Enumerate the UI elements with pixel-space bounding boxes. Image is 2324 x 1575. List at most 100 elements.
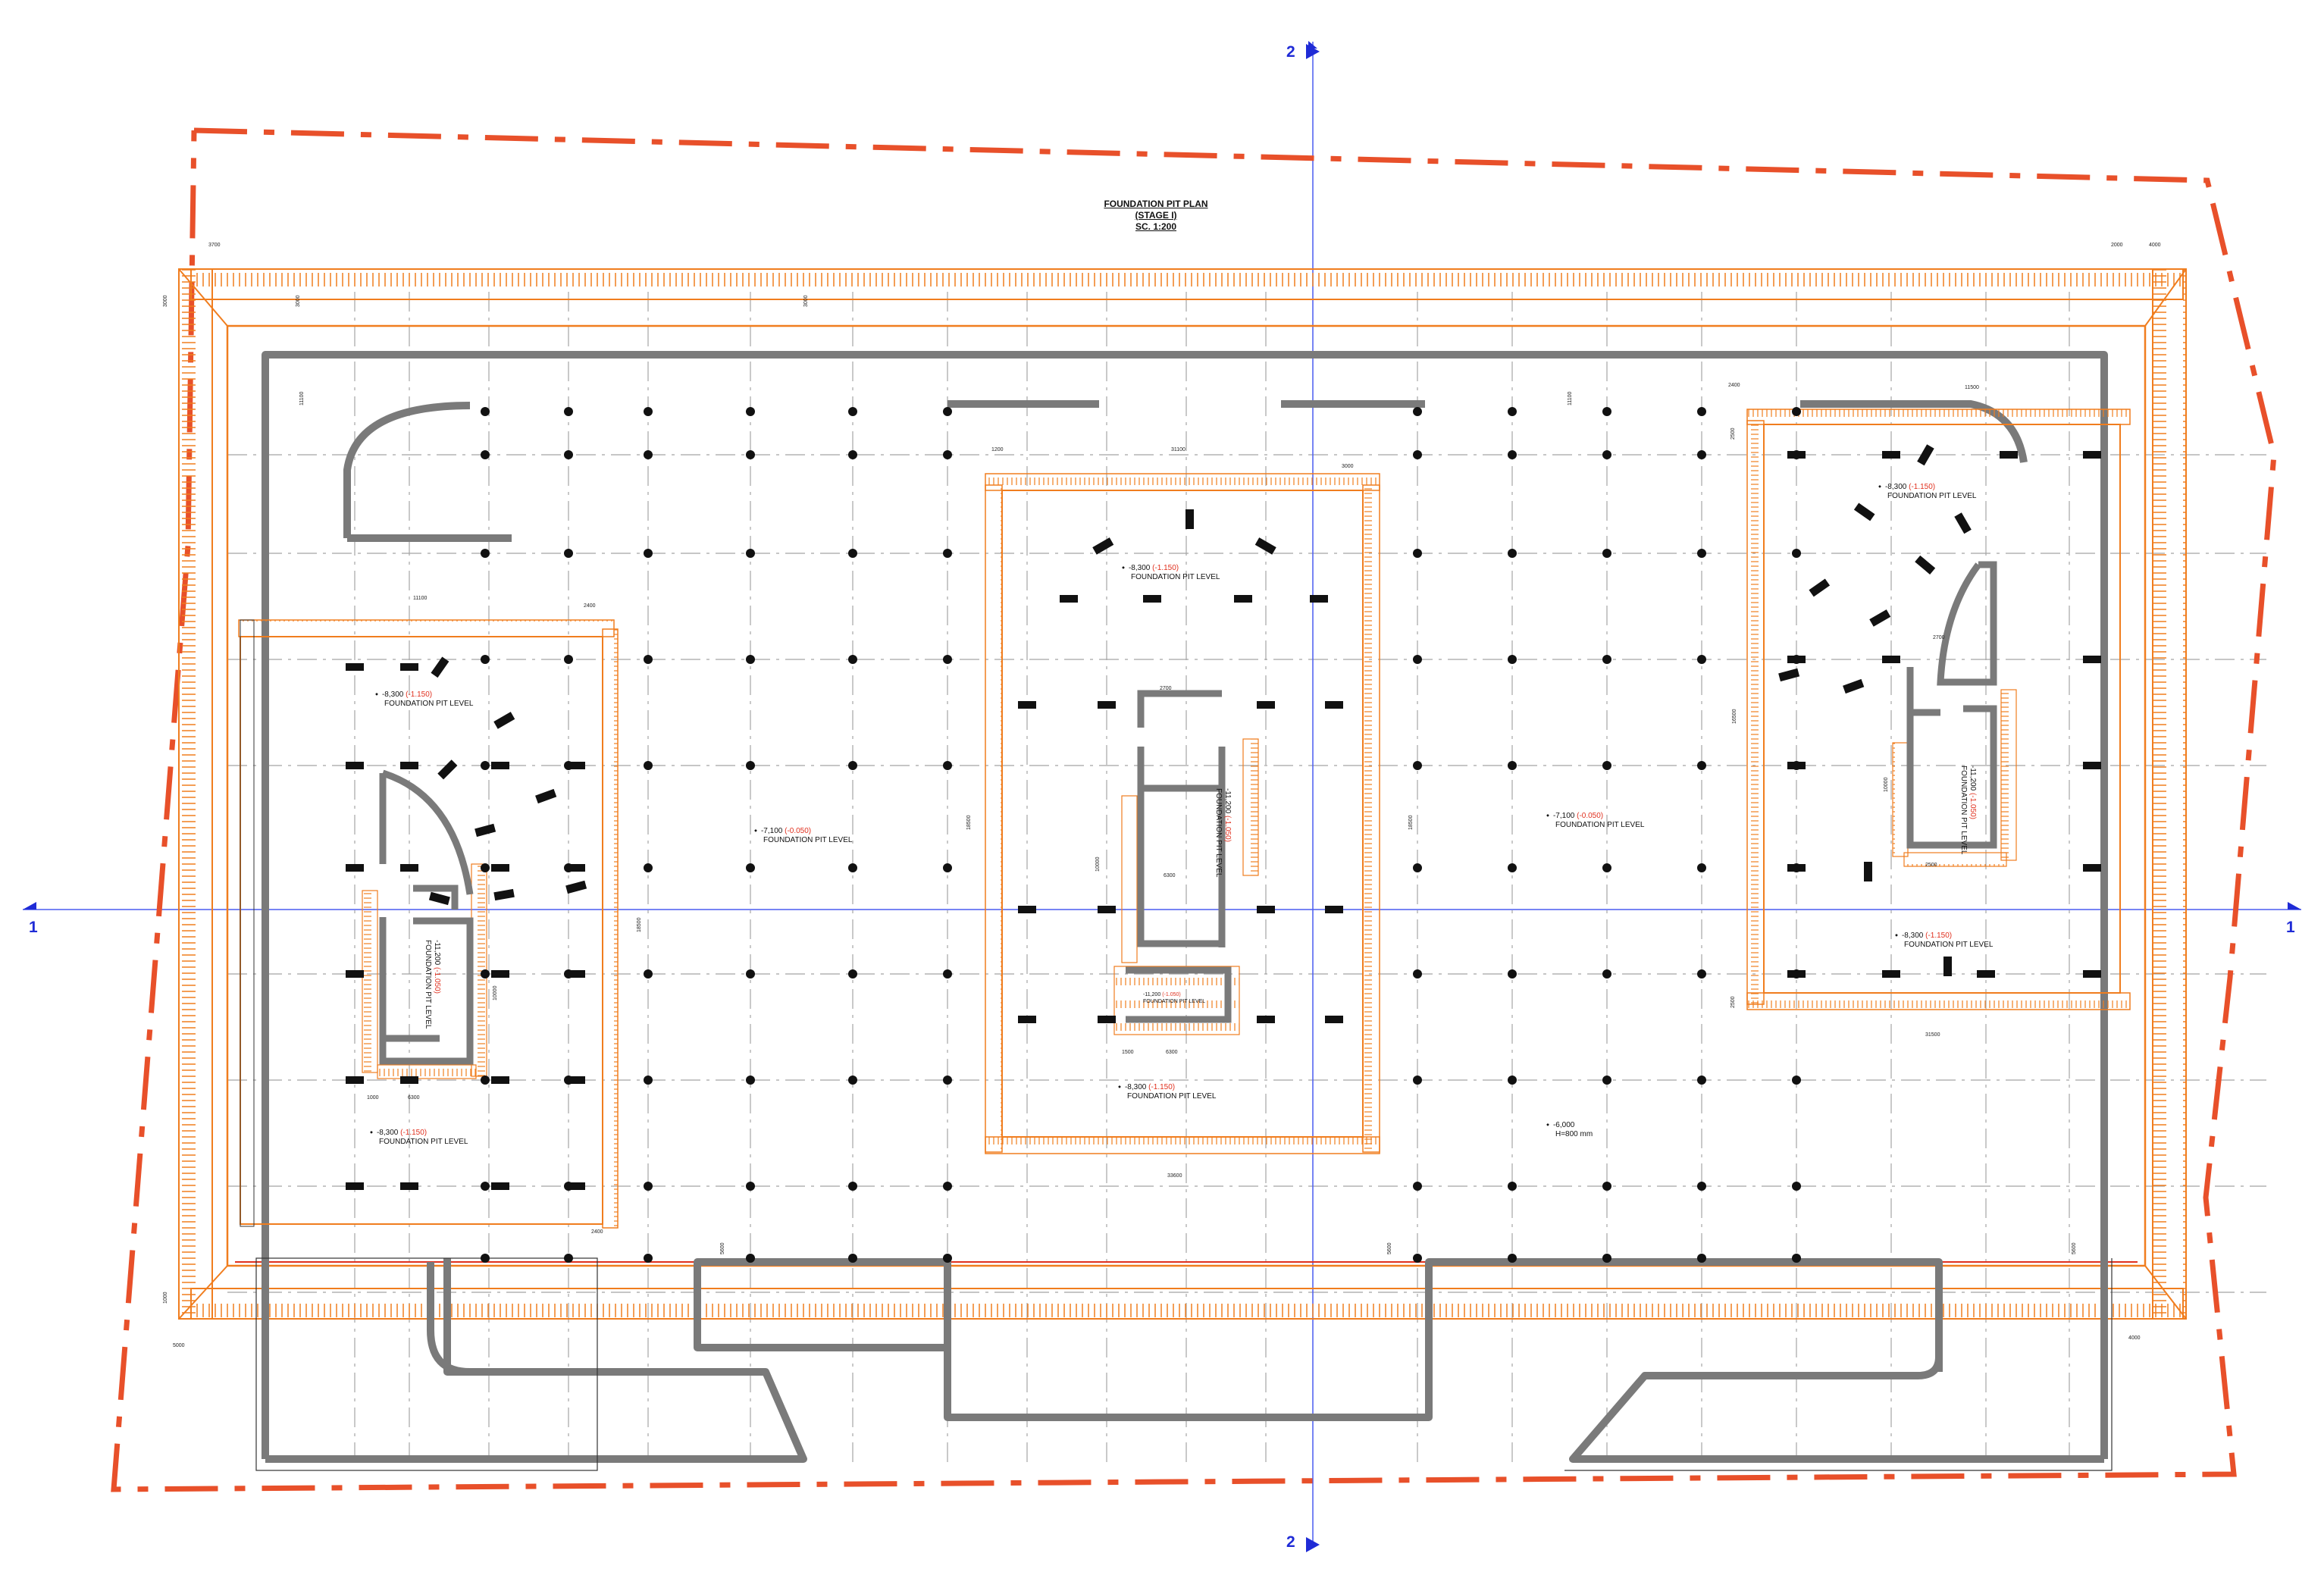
- wall-pier: [1954, 512, 1972, 534]
- wall-pier: [346, 1076, 364, 1084]
- level-center-left: ⬩-7,100 (-0.050)FOUNDATION PIT LEVEL: [754, 826, 853, 844]
- dimension-label: 1200: [991, 447, 1004, 452]
- column: [564, 549, 573, 558]
- column: [1602, 761, 1611, 770]
- dimension-label-vertical: 10000: [1095, 856, 1101, 872]
- column: [848, 761, 857, 770]
- column: [1697, 407, 1706, 416]
- column: [746, 1182, 755, 1191]
- column: [644, 1254, 653, 1263]
- column: [1508, 655, 1517, 664]
- wall-pier: [1787, 451, 1806, 459]
- column: [481, 1254, 490, 1263]
- column: [943, 1182, 952, 1191]
- column: [1413, 1182, 1422, 1191]
- column: [644, 450, 653, 459]
- column: [1602, 1182, 1611, 1191]
- column: [1508, 761, 1517, 770]
- column: [746, 1076, 755, 1085]
- building-walls: [262, 351, 2108, 1463]
- column: [1697, 969, 1706, 979]
- wall-pier: [1915, 555, 1936, 575]
- column: [943, 761, 952, 770]
- dimension-label-vertical: 1000: [163, 1292, 168, 1304]
- wall-pier: [1843, 678, 1865, 694]
- wall-pier: [1234, 595, 1252, 603]
- wall-pier: [1917, 444, 1934, 466]
- column: [1697, 1076, 1706, 1085]
- column: [1508, 1254, 1517, 1263]
- wall-pier: [567, 1182, 585, 1190]
- wall-pier: [346, 1182, 364, 1190]
- column: [943, 655, 952, 664]
- column: [1602, 655, 1611, 664]
- wall-pier: [535, 788, 557, 804]
- dimension-label: 2700: [1160, 686, 1172, 691]
- structural-grid-vertical: [354, 292, 2070, 1467]
- column: [1697, 863, 1706, 872]
- wall-pier: [1254, 537, 1276, 555]
- wall-pier: [1325, 1016, 1343, 1023]
- wall-pier: [400, 663, 418, 671]
- column: [848, 549, 857, 558]
- column: [644, 1076, 653, 1085]
- dimension-label: 31100: [1171, 447, 1185, 452]
- dimension-label-vertical: 18500: [966, 815, 972, 830]
- wall-pier: [567, 1076, 585, 1084]
- column: [1508, 1076, 1517, 1085]
- wall-pier: [1143, 595, 1161, 603]
- dimension-label: 33600: [1167, 1173, 1182, 1179]
- column: [943, 969, 952, 979]
- core-walls: [379, 561, 1997, 1065]
- wall-pier: [1977, 970, 1995, 978]
- column: [746, 655, 755, 664]
- column: [848, 1076, 857, 1085]
- wall-pier: [1869, 609, 1891, 627]
- wall-pier: [1882, 970, 1900, 978]
- wall-pier: [1060, 595, 1078, 603]
- dimension-label: 2700: [1933, 635, 1945, 640]
- column: [1602, 1254, 1611, 1263]
- column: [1413, 1076, 1422, 1085]
- wall-pier: [491, 1182, 509, 1190]
- wall-pier: [400, 762, 418, 769]
- dimension-label-vertical: 10000: [1884, 777, 1889, 792]
- column: [564, 1254, 573, 1263]
- building-walls-thin: [255, 1257, 2113, 1471]
- column: [848, 969, 857, 979]
- wall-pier: [346, 864, 364, 872]
- column: [1508, 407, 1517, 416]
- column: [644, 1182, 653, 1191]
- column: [1413, 863, 1422, 872]
- dimension-label: 1000: [367, 1095, 379, 1101]
- dimension-label: 2400: [591, 1229, 603, 1235]
- column: [481, 1182, 490, 1191]
- section-marker-1-left: 1: [29, 919, 38, 936]
- dimension-label-vertical: 2500: [1730, 427, 1736, 440]
- dimension-label: 31500: [1925, 1032, 1940, 1038]
- wall-pier: [1092, 537, 1114, 555]
- level-mark-icon: ⬩: [1546, 1120, 1549, 1129]
- column: [1413, 761, 1422, 770]
- wall-pier: [2000, 451, 2018, 459]
- wall-pier: [1018, 906, 1036, 913]
- wall-pier: [431, 656, 449, 678]
- wall-pier: [2083, 656, 2101, 663]
- column: [481, 1076, 490, 1085]
- column: [1413, 549, 1422, 558]
- wall-pier: [491, 762, 509, 769]
- column: [848, 1254, 857, 1263]
- wall-pier: [1787, 656, 1806, 663]
- dimension-label-vertical: 10000: [493, 985, 498, 1000]
- level-mark-icon: ⬩: [1546, 811, 1549, 820]
- column: [1697, 450, 1706, 459]
- column: [746, 407, 755, 416]
- wall-pier: [1809, 578, 1831, 597]
- column: [644, 549, 653, 558]
- dimension-label-vertical: 5600: [1387, 1242, 1392, 1254]
- column: [848, 450, 857, 459]
- wall-pier: [491, 970, 509, 978]
- wall-pier: [2083, 864, 2101, 872]
